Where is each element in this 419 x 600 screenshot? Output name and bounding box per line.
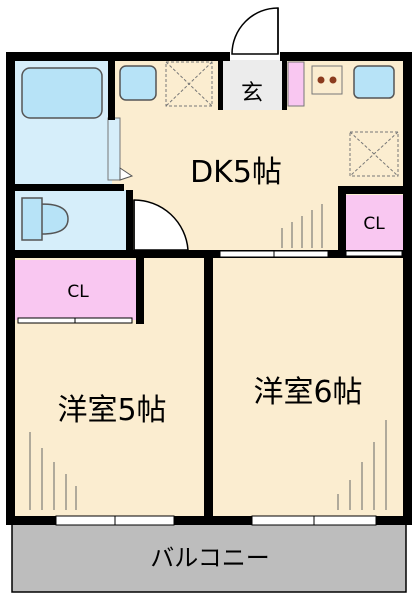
- closet-1-fill: [14, 260, 138, 320]
- wall-toilet-right: [126, 190, 133, 252]
- step-marker: [119, 167, 134, 181]
- burner-1-icon: [317, 76, 325, 84]
- wall-right: [403, 52, 412, 524]
- wall-corridor: [14, 250, 214, 258]
- closet-2-label: CL: [363, 214, 385, 234]
- bathtub-icon: [21, 67, 103, 119]
- windows: [17, 250, 403, 526]
- stove-icon: [311, 65, 343, 95]
- western-room-2-floor: [212, 256, 404, 518]
- wall-entrance-right: [282, 60, 287, 110]
- wall-bath-bottom: [14, 184, 124, 191]
- western-room-2-label: 洋室6帖: [253, 375, 362, 410]
- balcony-label: バルコニー: [150, 544, 270, 572]
- wall-closet2-top: [338, 186, 404, 194]
- toilet-icon: [21, 197, 69, 241]
- wall-bath-right: [108, 60, 115, 120]
- washing-machine-area: [107, 117, 121, 181]
- doors: [133, 7, 279, 251]
- entrance-fill: [222, 60, 282, 110]
- fixtures: [21, 61, 399, 241]
- entrance-label: 玄: [241, 81, 263, 106]
- sink-icon: [353, 65, 395, 99]
- wall-left: [6, 52, 15, 524]
- wall-top-left: [6, 52, 230, 61]
- closet-1-label: CL: [67, 282, 89, 302]
- balcony-fill: [11, 523, 407, 593]
- light-lines: [29, 204, 387, 510]
- wall-closet1-right: [136, 258, 144, 324]
- toilet-door-swing: [133, 199, 189, 251]
- storage-box-1-x2: [165, 61, 213, 107]
- shoe-cabinet: [287, 61, 305, 107]
- sliding-door-closet2: [345, 250, 403, 257]
- entrance-door-swing: [231, 7, 279, 55]
- western-room-1-label: 洋室5帖: [57, 393, 166, 428]
- burner-2-icon: [329, 76, 337, 84]
- storage-box-2-x2: [349, 131, 399, 177]
- wall-entrance-left: [218, 60, 223, 110]
- wall-closet2-left: [338, 186, 346, 256]
- storage-box-2: [349, 131, 399, 177]
- wall-top-right: [280, 52, 412, 61]
- wall-between-rooms: [204, 250, 213, 520]
- wall-bottom: [6, 516, 412, 525]
- dk-label: DK5帖: [190, 155, 282, 190]
- storage-box-1: [165, 61, 213, 107]
- closet-2-fill: [344, 195, 404, 251]
- washbasin-icon: [119, 65, 157, 101]
